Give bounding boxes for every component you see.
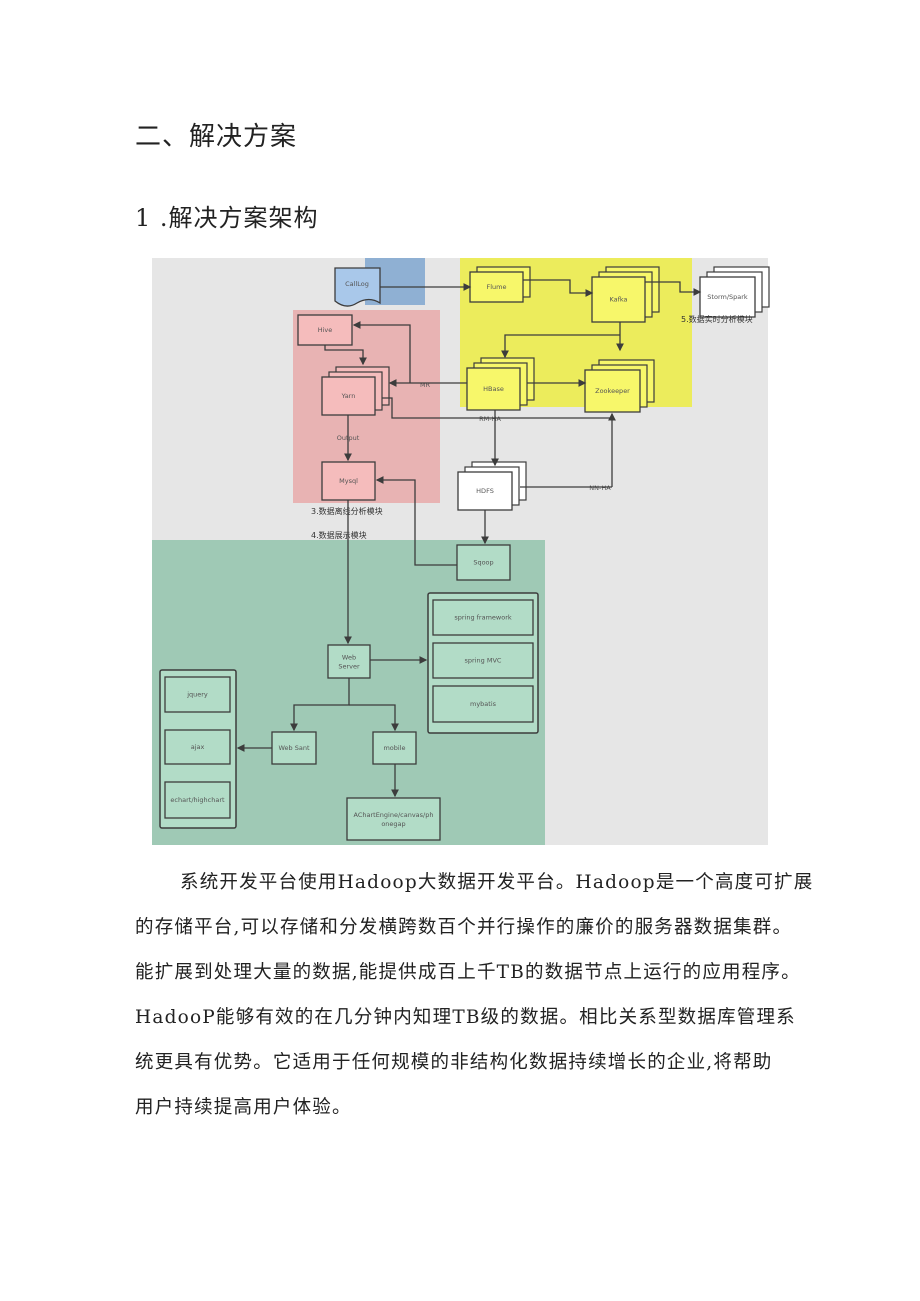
zookeeper-node-label: Zookeeper: [595, 387, 630, 395]
web-server-node-label: Web: [342, 654, 356, 662]
paragraph-line: HadooP能够有效的在几分钟内知理TB级的数据。相比关系型数据库管理系: [135, 1007, 796, 1028]
mybatis-node: mybatis: [432, 685, 534, 723]
storm-spark-node-label: Storm/Spark: [707, 293, 748, 301]
mysql-node: Mysql: [321, 461, 376, 501]
paragraph-line: 的存储平台,可以存储和分发横跨数百个并行操作的廉价的服务器数据集群。: [135, 917, 793, 938]
spring-framework-node: spring framework: [432, 599, 534, 636]
mybatis-node-label: mybatis: [470, 700, 497, 708]
subsection-heading: 1 .解决方案架构: [135, 204, 319, 232]
hbase-node-label: HBase: [483, 385, 504, 393]
connector-arrow: [290, 678, 350, 732]
echart-node: echart/highchart: [164, 781, 231, 819]
storm-spark-node: Storm/Spark: [699, 266, 770, 318]
connector-arrow: [349, 704, 399, 732]
calllog-label: CallLog: [345, 280, 369, 288]
hive-node: Hive: [297, 314, 353, 346]
ajax-node: ajax: [164, 729, 231, 765]
jquery-node-label: jquery: [186, 691, 208, 699]
mobile-node: mobile: [372, 731, 417, 765]
paragraph-line: 统更具有优势。它适用于任何规模的非结构化数据持续增长的企业,将帮助: [135, 1052, 773, 1073]
paragraph-line: 能扩展到处理大量的数据,能提供成百上千TB的数据节点上运行的应用程序。: [135, 962, 801, 983]
zookeeper-node: Zookeeper: [584, 359, 655, 413]
calllog-node: CallLog: [334, 267, 381, 307]
yarn-node: Yarn: [321, 366, 390, 416]
sqoop-node-label: Sqoop: [473, 559, 493, 567]
connector-arrow: [352, 321, 411, 383]
paragraph-line: 系统开发平台使用Hadoop大数据开发平台。Hadoop是一个高度可扩展: [180, 872, 814, 893]
hbase-node: HBase: [466, 357, 535, 411]
connector-arrow: [501, 334, 620, 359]
mobile-node-label: mobile: [383, 744, 405, 752]
flume-node-label: Flume: [487, 283, 507, 291]
spring-mvc-node-label: spring MVC: [465, 657, 502, 665]
hive-node-label: Hive: [318, 326, 333, 334]
web-sant-node: Web Sant: [271, 731, 317, 765]
mysql-node-label: Mysql: [339, 477, 358, 485]
paragraph-line: 用户持续提高用户体验。: [135, 1097, 352, 1118]
sqoop-node: Sqoop: [456, 544, 511, 581]
display-module-label: 4.数据展示模块: [311, 530, 367, 540]
web-sant-node-label: Web Sant: [278, 744, 309, 752]
ajax-node-label: ajax: [191, 743, 205, 751]
jquery-node: jquery: [164, 676, 231, 713]
connector-arrow: [324, 345, 367, 366]
offline-module-label: 3.数据离线分析模块: [311, 506, 383, 516]
connector-arrow: [645, 281, 702, 296]
hdfs-node: HDFS: [457, 461, 527, 511]
yarn-node-label: Yarn: [341, 392, 356, 400]
echart-node-label: echart/highchart: [170, 796, 225, 804]
flume-node: Flume: [469, 266, 531, 303]
achart-node-label: AChartEngine/canvas/ph: [354, 811, 434, 819]
rm-ha-label: RM-HA: [479, 415, 501, 423]
connector-arrow: [375, 476, 457, 566]
connector-arrow: [382, 397, 612, 419]
nn-ha-label: NN-HA: [589, 484, 611, 492]
kafka-node-label: Kafka: [609, 296, 627, 304]
spring-mvc-node: spring MVC: [432, 642, 534, 679]
section-heading: 二、解决方案: [135, 122, 298, 152]
realtime-module-label: 5.数据实时分析模块: [681, 314, 753, 324]
connector-arrow: [523, 279, 594, 297]
kafka-node: Kafka: [591, 266, 660, 323]
mr-label: MR: [420, 381, 431, 389]
spring-framework-node-label: spring framework: [454, 614, 512, 622]
achart-node-label-2: onegap: [381, 820, 405, 828]
web-server-node-label-2: Server: [338, 663, 360, 671]
hdfs-node-label: HDFS: [476, 487, 494, 495]
